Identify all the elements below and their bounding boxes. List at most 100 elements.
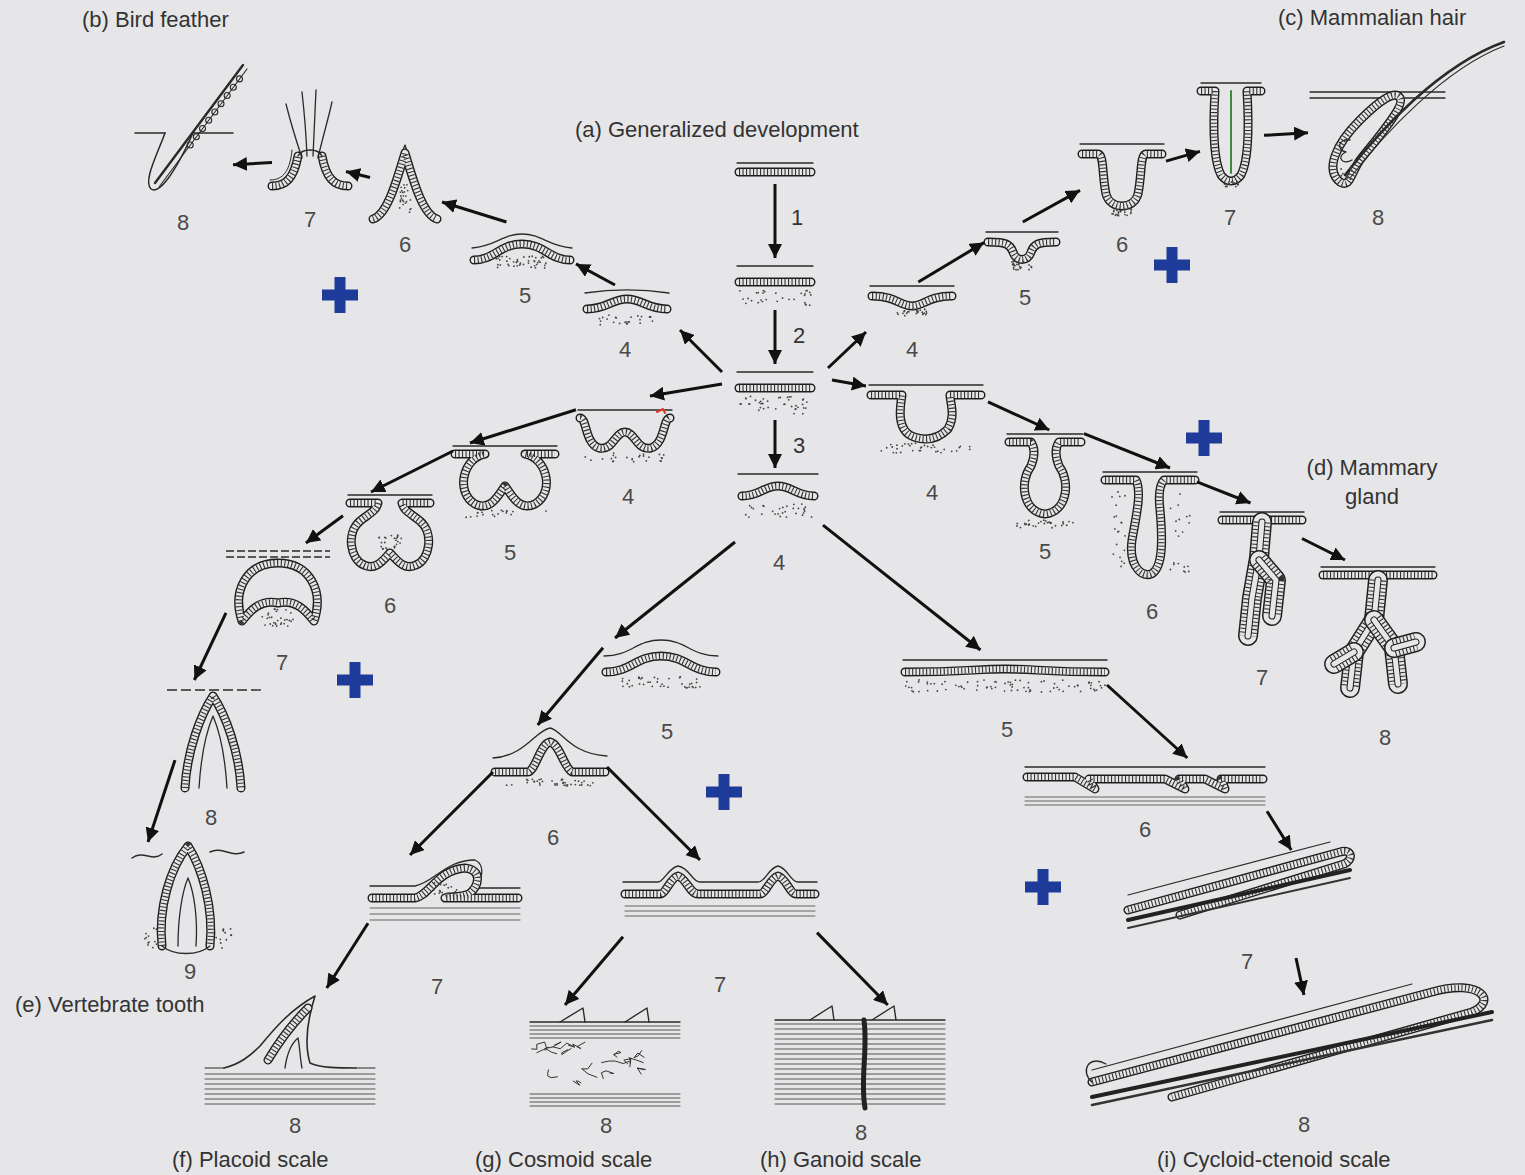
stage-sketch: [472, 234, 572, 269]
outline-stroke: [350, 503, 430, 567]
stage-number: 5: [519, 285, 531, 307]
dermis-dot: [747, 298, 749, 300]
stage-sketch: [1007, 434, 1083, 529]
dermis-dot: [1020, 266, 1022, 268]
outline-stroke: [1248, 522, 1262, 636]
development-arrow: [1107, 685, 1187, 758]
outline-stroke: [224, 996, 356, 1068]
outline-stroke: [905, 669, 1105, 672]
outline-stroke: [1394, 642, 1416, 648]
dermis-dot: [1012, 261, 1014, 263]
dermis-dot: [941, 683, 943, 685]
outline-stroke: [625, 1008, 649, 1022]
development-arrow: [918, 243, 984, 282]
dermis-dot: [751, 507, 753, 509]
layout-arrows: [650, 184, 866, 468]
dermis-dot: [1235, 186, 1237, 188]
dermis-dot: [539, 261, 541, 263]
development-arrow: [817, 933, 888, 1005]
dermis-dot: [750, 396, 752, 398]
stage-box: 6: [370, 143, 442, 258]
dermis-dot: [782, 512, 784, 514]
dermis-dot: [802, 413, 804, 415]
dermis-dot: [147, 944, 149, 946]
dermis-dot: [1183, 570, 1185, 572]
dermis-dot: [925, 314, 927, 316]
dermis-dot: [805, 304, 807, 306]
dermis-dot: [1026, 523, 1028, 525]
outline-stroke: [587, 299, 667, 309]
dermis-dot: [403, 191, 405, 193]
dermis-dot: [1030, 690, 1032, 692]
stage-box: 4: [735, 468, 823, 578]
plus-signs: [322, 247, 1222, 905]
stage-number: 6: [547, 827, 559, 849]
dermis-dot: [148, 941, 150, 943]
dermis-dot: [1077, 684, 1079, 686]
section-heading: (g) Cosmoid scale: [475, 1146, 652, 1175]
dermis-dot: [804, 302, 806, 304]
dermis-dot: [275, 610, 277, 612]
outline-stroke: [161, 846, 211, 946]
dermis-dot: [806, 401, 808, 403]
dermis-dot: [918, 681, 920, 683]
dermis-dot: [911, 687, 913, 689]
dermis-dot: [909, 445, 911, 447]
development-arrow: [470, 410, 576, 443]
dermis-dot: [757, 302, 759, 304]
outline-stroke: [372, 868, 518, 898]
outline-stroke: [350, 503, 430, 567]
dermis-dot: [587, 784, 589, 786]
dermis-dot: [956, 450, 958, 452]
dermis-dot: [1020, 527, 1022, 529]
dermis-dot: [1028, 524, 1030, 526]
dermis-dot: [1124, 535, 1126, 537]
dermis-dot: [1062, 690, 1064, 692]
dermis-dot: [695, 687, 697, 689]
outline-stroke: [285, 1038, 302, 1068]
dermis-dot: [506, 510, 508, 512]
dermis-dot: [531, 778, 533, 780]
dermis-dot: [798, 508, 800, 510]
dermis-dot: [801, 503, 803, 505]
dermis-dot: [1018, 263, 1020, 265]
dermis-dot: [523, 256, 525, 258]
outline-stroke: [739, 384, 811, 393]
dermis-dot: [935, 451, 937, 453]
dermis-dot: [803, 407, 805, 409]
outline-stroke: [226, 550, 330, 551]
dermis-dot: [991, 688, 993, 690]
dermis-dot: [1126, 214, 1128, 216]
outline-stroke: [226, 556, 330, 557]
dermis-dot: [519, 263, 521, 265]
dermis-dot: [410, 199, 412, 201]
outline-stroke: [495, 742, 605, 772]
dermis-dot: [155, 928, 157, 930]
dermis-dot: [793, 503, 795, 505]
outline-stroke: [185, 696, 241, 788]
stage-sketch: [167, 690, 261, 788]
outline-stroke: [737, 371, 813, 372]
dermis-dot: [764, 291, 766, 293]
stage-sketch: [737, 163, 813, 172]
dermis-dot: [292, 618, 294, 620]
dermis-dot: [1115, 515, 1117, 517]
dermis-dot: [745, 398, 747, 400]
dermis-dot: [382, 548, 384, 550]
outline-stroke: [739, 169, 811, 175]
dermis-dot: [691, 686, 693, 688]
development-arrow: [1197, 482, 1251, 503]
dermis-dot: [1009, 684, 1011, 686]
dermis-dot: [1023, 262, 1025, 264]
stage-number: 8: [1379, 727, 1391, 749]
dermis-dot: [561, 779, 563, 781]
dermis-dot: [1004, 690, 1006, 692]
outline-stroke: [1321, 566, 1435, 567]
dermis-dot: [784, 403, 786, 405]
dermis-dot: [649, 316, 651, 318]
plus-sign: [1199, 420, 1210, 456]
dermis-dot: [1346, 174, 1348, 176]
dermis-dot: [1062, 679, 1064, 681]
dermis-dot: [628, 680, 630, 682]
